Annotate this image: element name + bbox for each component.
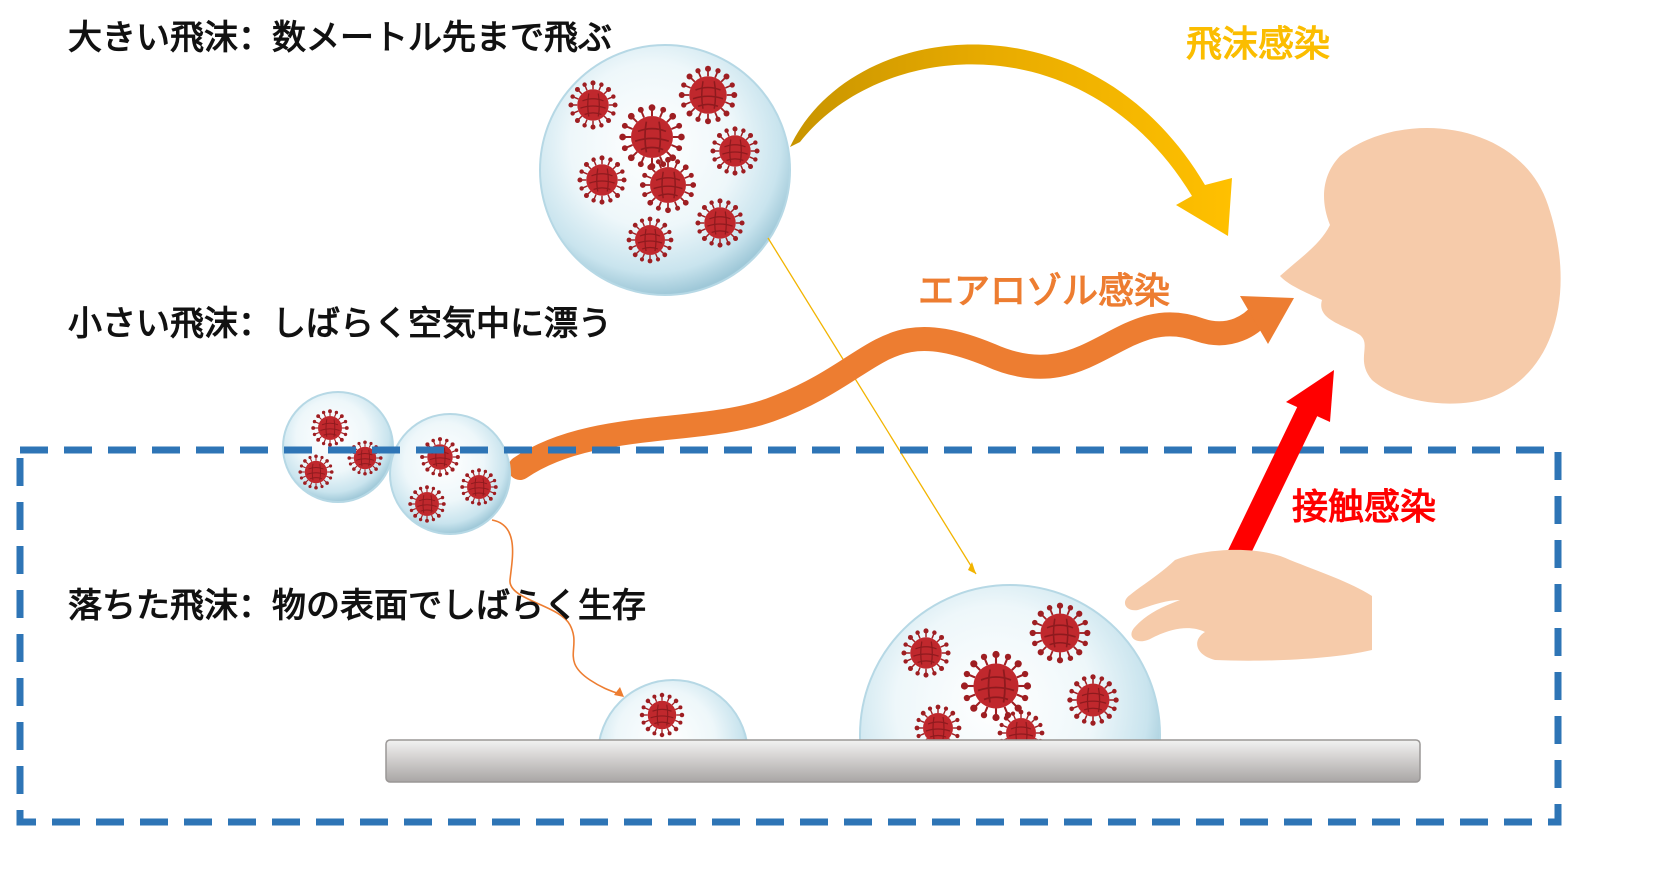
virus-icon (346, 439, 384, 477)
virus-icon (639, 156, 697, 214)
surface-table (385, 739, 1421, 783)
droplet-infection-arrow (790, 44, 1232, 236)
virus-icon (297, 453, 335, 491)
virus-icon (618, 103, 686, 171)
contact-infection-arrow (1228, 405, 1318, 560)
small-droplet-bubbles (282, 391, 511, 535)
aerosol-infection-label: エアロゾル感染 (918, 271, 1171, 312)
virus-icon (407, 484, 447, 524)
virus-icon (1066, 673, 1120, 727)
virus-icon (419, 436, 461, 478)
virus-icon (709, 125, 761, 177)
contact-infection-label: 接触感染 (1292, 487, 1437, 528)
virus-icon (567, 79, 619, 131)
virus-icon (310, 408, 350, 448)
human-head (1280, 127, 1561, 404)
virus-icon (677, 64, 739, 126)
aerosol-infection-arrow (508, 300, 1274, 480)
large-droplet-label: 大きい飛沫：数メートル先まで飛ぶ (68, 18, 612, 58)
fallen-droplet-label: 落ちた飛沫：物の表面でしばらく生存 (68, 586, 646, 626)
virus-icon (694, 197, 746, 249)
falling-droplet-path (491, 519, 623, 696)
surface-zone-dashed-box (16, 446, 1562, 826)
large-droplet-bubble (539, 44, 791, 296)
virus-icon (1028, 601, 1092, 665)
virus-icon (639, 692, 685, 738)
virus-icon (900, 627, 952, 679)
virus-icon (459, 467, 499, 507)
virus-icon (576, 154, 628, 206)
small-droplet-label: 小さい飛沫：しばらく空気中に漂う (68, 304, 612, 344)
virus-icon (625, 215, 675, 265)
falling-trajectory-line (767, 237, 977, 575)
hand (1124, 549, 1372, 661)
fallen-droplets (598, 584, 1161, 742)
droplet-infection-label: 飛沫感染 (1186, 24, 1331, 65)
